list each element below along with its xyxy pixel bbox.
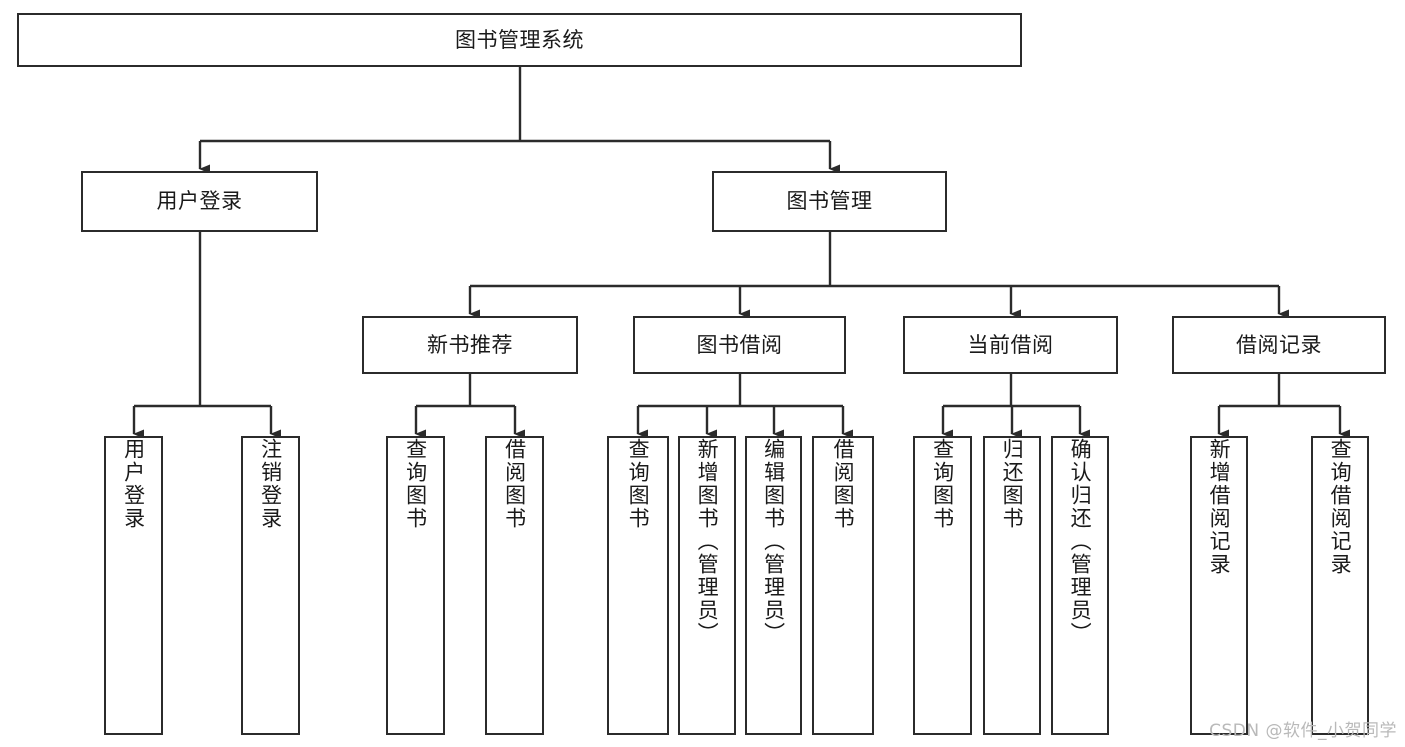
node-label: 图书借阅 xyxy=(696,332,783,357)
node-book-borrow[interactable]: 图书借阅 xyxy=(633,316,846,374)
node-leaf-user-login[interactable]: 用户登录 xyxy=(104,436,163,735)
node-leaf-add-book[interactable]: 新增图书（管理员） xyxy=(678,436,736,735)
node-leaf-return-book[interactable]: 归还图书 xyxy=(983,436,1041,735)
node-label: 查询图书 xyxy=(626,438,651,530)
node-label: 归还图书 xyxy=(1000,438,1025,530)
node-root[interactable]: 图书管理系统 xyxy=(17,13,1022,67)
node-label: 当前借阅 xyxy=(967,332,1054,357)
node-label: 用户登录 xyxy=(156,189,243,214)
node-label: 图书管理系统 xyxy=(455,27,584,52)
node-label: 查询借阅记录 xyxy=(1328,438,1353,576)
node-label: 确认归还（管理员） xyxy=(1068,438,1093,645)
node-label: 新增借阅记录 xyxy=(1207,438,1232,576)
node-label: 用户登录 xyxy=(121,438,146,530)
node-label: 新增图书（管理员） xyxy=(695,438,720,645)
node-label: 图书管理 xyxy=(786,189,873,214)
node-label: 借阅图书 xyxy=(502,438,527,530)
node-user-login[interactable]: 用户登录 xyxy=(81,171,318,232)
node-leaf-confirm-return[interactable]: 确认归还（管理员） xyxy=(1051,436,1109,735)
node-label: 借阅记录 xyxy=(1236,332,1322,357)
node-leaf-edit-book[interactable]: 编辑图书（管理员） xyxy=(745,436,802,735)
node-label: 编辑图书（管理员） xyxy=(761,438,786,645)
node-leaf-query-book-borrow[interactable]: 查询图书 xyxy=(607,436,669,735)
node-label: 借阅图书 xyxy=(831,438,856,530)
node-book-manage[interactable]: 图书管理 xyxy=(712,171,947,232)
node-leaf-query-borrow-record[interactable]: 查询借阅记录 xyxy=(1311,436,1369,735)
node-leaf-add-borrow-record[interactable]: 新增借阅记录 xyxy=(1190,436,1248,735)
node-leaf-user-logout[interactable]: 注销登录 xyxy=(241,436,300,735)
node-label: 新书推荐 xyxy=(427,332,513,357)
node-borrow-record[interactable]: 借阅记录 xyxy=(1172,316,1386,374)
node-label: 查询图书 xyxy=(403,438,428,530)
node-current-borrow[interactable]: 当前借阅 xyxy=(903,316,1118,374)
node-new-book-recommend[interactable]: 新书推荐 xyxy=(362,316,578,374)
node-leaf-borrow-book[interactable]: 借阅图书 xyxy=(812,436,874,735)
node-leaf-query-book-recommend[interactable]: 查询图书 xyxy=(386,436,445,735)
node-leaf-borrow-book-recommend[interactable]: 借阅图书 xyxy=(485,436,544,735)
node-label: 查询图书 xyxy=(930,438,955,530)
watermark: CSDN @软件_小贺同学 xyxy=(1209,721,1397,741)
node-leaf-query-book-current[interactable]: 查询图书 xyxy=(913,436,972,735)
node-label: 注销登录 xyxy=(258,438,283,530)
